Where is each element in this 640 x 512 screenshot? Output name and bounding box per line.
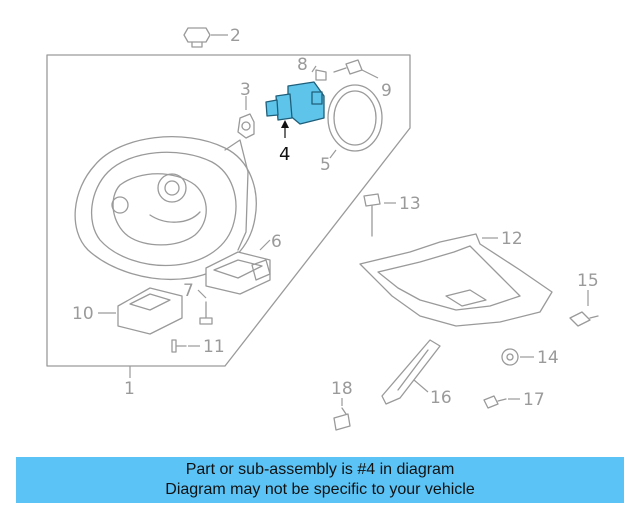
part-2-nut (183, 27, 228, 48)
banner-line-1: Part or sub-assembly is #4 in diagram (185, 461, 455, 478)
callout-1: 1 (124, 379, 135, 399)
part-6-bracket (205, 239, 271, 295)
assembly-outline (46, 54, 411, 367)
callout-14: 14 (537, 348, 559, 368)
part-12-bracket (359, 233, 553, 327)
callout-3: 3 (240, 80, 251, 100)
callout-6: 6 (271, 232, 282, 252)
part-8-pin (311, 65, 327, 81)
part-17-screw (483, 395, 520, 409)
part-5-seal (327, 84, 383, 159)
callout-15: 15 (577, 271, 599, 291)
callout-12: 12 (501, 229, 523, 249)
part-16-trim (381, 339, 441, 405)
callout-7: 7 (183, 281, 194, 301)
callout-10: 10 (72, 304, 94, 324)
callout-4: 4 (279, 144, 290, 165)
part-13-bolt (363, 193, 396, 237)
callout-2: 2 (230, 26, 241, 46)
callout-17: 17 (523, 390, 545, 410)
part-7-screw (197, 289, 213, 325)
callout-16: 16 (430, 388, 452, 408)
part-3-bulb (237, 96, 255, 139)
callout-9: 9 (381, 81, 392, 101)
callout-13: 13 (399, 194, 421, 214)
info-banner: Part or sub-assembly is #4 in diagram Di… (16, 457, 624, 503)
part-10-module (98, 287, 183, 335)
callout-18: 18 (331, 379, 353, 399)
part-9-screw (333, 59, 379, 79)
part-15-bolt (569, 290, 599, 327)
part-4-leveling-motor (265, 81, 325, 138)
callout-11: 11 (203, 337, 225, 357)
part-11-screw (171, 339, 200, 353)
part-18-bolt (333, 398, 351, 431)
part-14-nut (501, 348, 534, 366)
callout-8: 8 (297, 55, 308, 75)
banner-line-2: Diagram may not be specific to your vehi… (165, 481, 475, 498)
callout-5: 5 (320, 155, 331, 175)
